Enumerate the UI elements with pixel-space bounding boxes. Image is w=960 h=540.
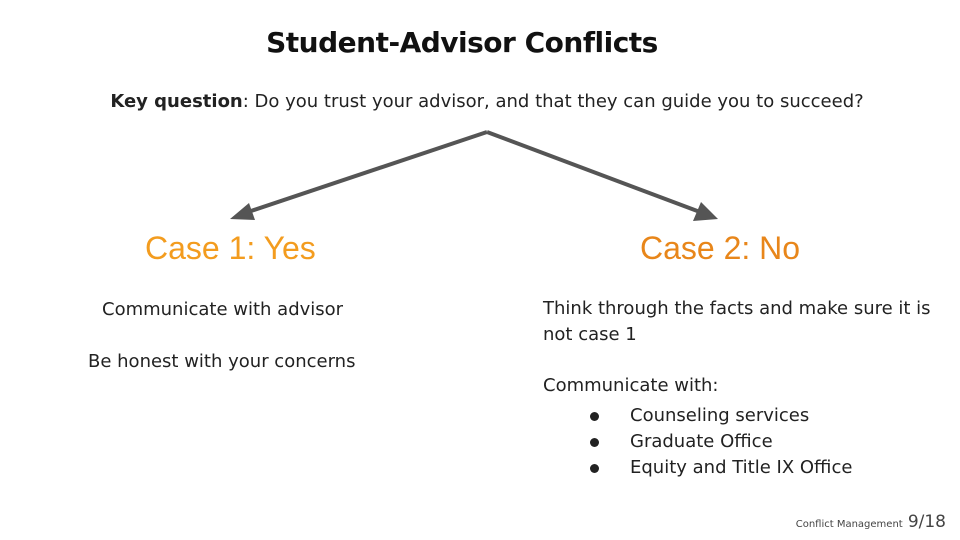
list-item: Equity and Title IX Office [590, 455, 852, 481]
case2-heading: Case 2: No [640, 230, 801, 266]
arrow-right-head [693, 202, 718, 221]
arrow-right-line [486, 130, 701, 214]
arrow-left-head [230, 203, 255, 220]
slide-title: Student-Advisor Conflicts [266, 26, 658, 59]
list-item-text: Graduate Office [630, 431, 773, 452]
case1-item-communicate: Communicate with advisor [102, 299, 344, 320]
key-question: Key question: Do you trust your advisor,… [0, 91, 960, 112]
case1-item-honest: Be honest with your concerns [88, 351, 356, 372]
list-item-text: Counseling services [630, 405, 810, 426]
case2-intro: Think through the facts and make sure it… [543, 298, 931, 345]
list-item-text: Equity and Title IX Office [630, 457, 853, 478]
bullet-icon [590, 464, 599, 473]
footer-section: Conflict Management [795, 519, 903, 530]
case2-communicate-label: Communicate with: [543, 375, 719, 396]
list-item: Counseling services [590, 403, 852, 429]
arrow-left-line [247, 130, 488, 214]
case2-contact-list: Counseling services Graduate Office Equi… [590, 403, 852, 481]
page-number: 9/18 [907, 512, 946, 532]
case1-heading: Case 1: Yes [145, 230, 316, 266]
list-item: Graduate Office [590, 429, 852, 455]
slide-footer: Conflict Management 9/18 [796, 512, 946, 532]
bullet-icon [590, 438, 599, 447]
key-question-text: : Do you trust your advisor, and that th… [242, 91, 864, 112]
bullet-icon [590, 412, 599, 421]
key-question-label: Key question [110, 91, 243, 112]
